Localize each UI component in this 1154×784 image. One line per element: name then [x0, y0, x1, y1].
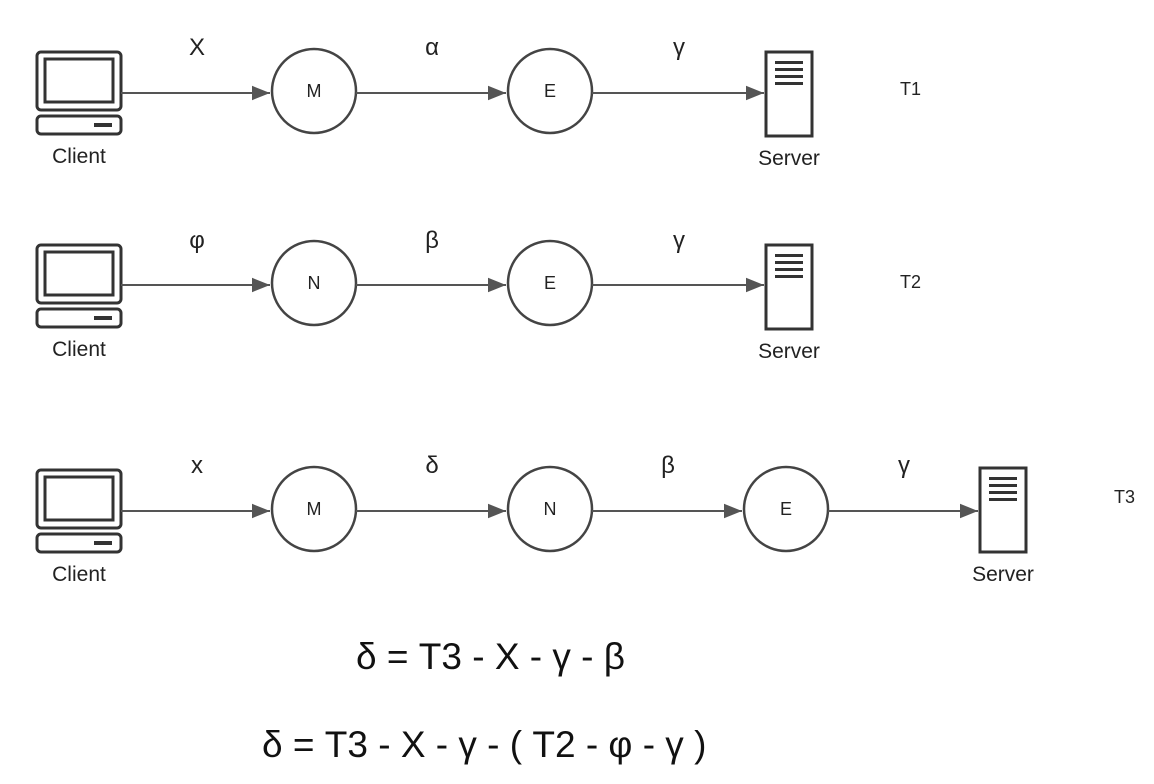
node-circle: [506, 465, 594, 553]
edge-label: x: [191, 452, 203, 479]
edge-label: β: [425, 227, 439, 254]
node-label: N: [308, 273, 321, 293]
edge-label: φ: [189, 227, 205, 254]
node-label: M: [307, 499, 322, 519]
server-label: Server: [758, 340, 820, 363]
client-label: Client: [52, 145, 106, 168]
client-icon: [35, 468, 123, 554]
row-t3: Client x M δ N β E γ Server T3: [35, 452, 1135, 586]
row-t1: Client X M α E γ Server T1: [35, 34, 921, 170]
node-label: M: [307, 81, 322, 101]
server-label: Server: [972, 563, 1034, 586]
node-circle: [270, 47, 358, 135]
server-icon: [764, 50, 814, 138]
edge-label: δ: [425, 452, 438, 479]
edge-label: β: [661, 452, 675, 479]
client-label: Client: [52, 338, 106, 361]
node-circle: [506, 47, 594, 135]
node-label: E: [544, 81, 556, 101]
node-circle: [506, 239, 594, 327]
formula-delta-1: δ = T3 - X - γ - β: [356, 636, 626, 677]
edge-label: X: [189, 34, 205, 61]
node-label: N: [544, 499, 557, 519]
row-t2: Client φ N β E γ Server T2: [35, 227, 921, 363]
server-icon: [978, 466, 1028, 554]
server-label: Server: [758, 147, 820, 170]
node-label: E: [544, 273, 556, 293]
node-label: E: [780, 499, 792, 519]
client-icon: [35, 50, 123, 136]
server-icon: [764, 243, 814, 331]
timestamp-label: T2: [900, 272, 921, 292]
timestamp-label: T1: [900, 79, 921, 99]
timestamp-label: T3: [1114, 487, 1135, 507]
edge-label: γ: [673, 34, 685, 61]
client-label: Client: [52, 563, 106, 586]
node-circle: [742, 465, 830, 553]
edge-label: α: [425, 34, 439, 61]
node-circle: [270, 465, 358, 553]
formula-delta-2: δ = T3 - X - γ - ( T2 - φ - γ ): [262, 724, 707, 765]
node-circle: [270, 239, 358, 327]
edge-label: γ: [898, 452, 910, 479]
client-icon: [35, 243, 123, 329]
edge-label: γ: [673, 227, 685, 254]
